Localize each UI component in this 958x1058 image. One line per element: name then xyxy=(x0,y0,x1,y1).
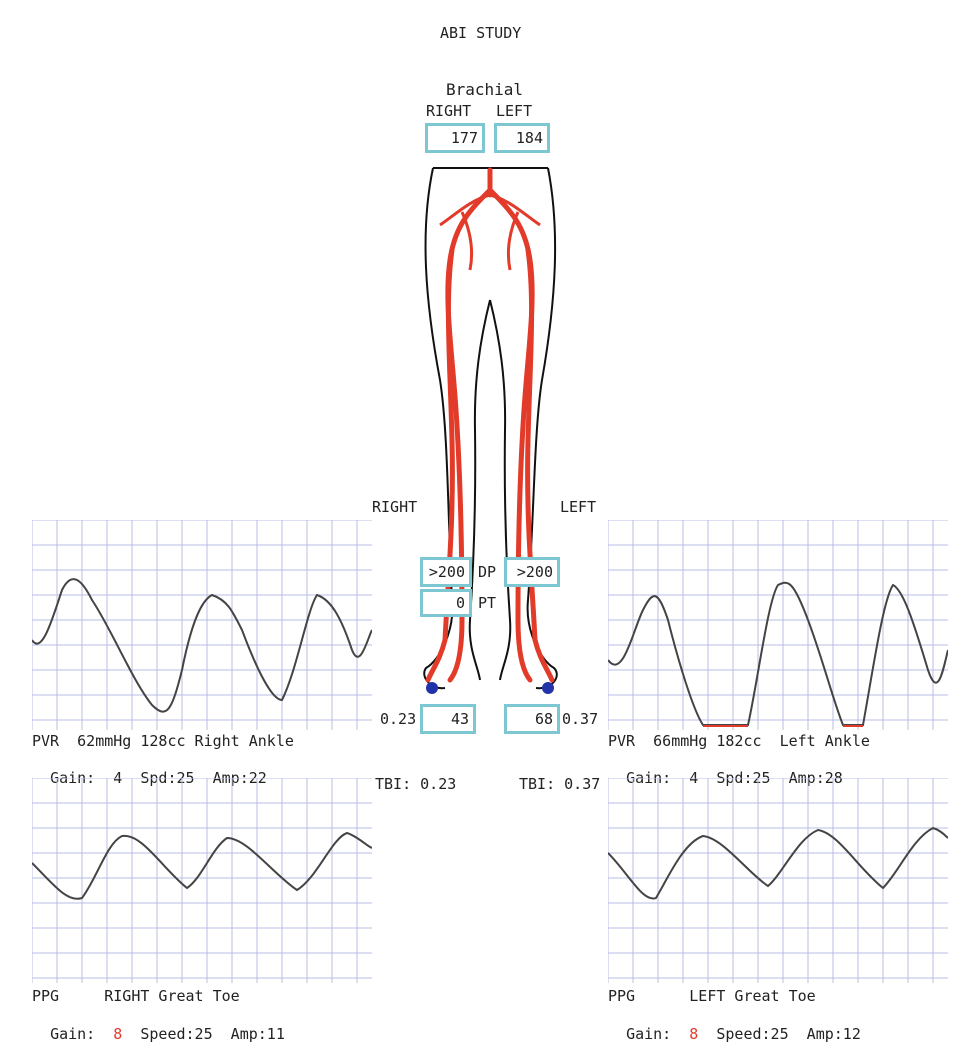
brachial-right-value: 177 xyxy=(425,123,485,153)
dp-label: DP xyxy=(478,563,497,581)
left-ankle-trace xyxy=(608,581,948,726)
left-toe-gain-prefix: Gain: xyxy=(626,1025,690,1043)
right-toe-value: 43 xyxy=(420,704,476,734)
left-ankle-line1: PVR 66mmHg 182cc Left Ankle xyxy=(608,732,870,750)
right-toe-gain-suffix: Speed:25 Amp:11 xyxy=(122,1025,285,1043)
right-pt-value: 0 xyxy=(420,589,472,617)
right-toe-line2: Gain: 8 Speed:25 Amp:11 xyxy=(32,1012,285,1042)
right-ankle-waveform xyxy=(32,520,372,730)
brachial-left-value: 184 xyxy=(494,123,550,153)
left-tbi: TBI: 0.37 xyxy=(519,775,601,793)
brachial-right-label: RIGHT xyxy=(426,102,472,120)
right-toe-gain: 8 xyxy=(113,1025,123,1043)
left-toe-trace xyxy=(608,826,948,900)
right-tbi: TBI: 0.23 xyxy=(375,775,457,793)
left-toe-line1: PPG LEFT Great Toe xyxy=(608,987,816,1005)
left-dp-value: >200 xyxy=(504,557,560,587)
right-dp-value: >200 xyxy=(420,557,472,587)
left-ankle-waveform xyxy=(608,520,948,730)
right-ankle-line1: PVR 62mmHg 128cc Right Ankle xyxy=(32,732,294,750)
left-toe-gain-suffix: Speed:25 Amp:12 xyxy=(698,1025,861,1043)
left-toe-gain: 8 xyxy=(689,1025,699,1043)
right-side-label: RIGHT xyxy=(372,498,418,516)
left-toe-line2: Gain: 8 Speed:25 Amp:12 xyxy=(608,1012,861,1042)
right-toe-line1: PPG RIGHT Great Toe xyxy=(32,987,240,1005)
left-toe-index: 0.37 xyxy=(562,710,599,728)
right-toe-gain-prefix: Gain: xyxy=(50,1025,114,1043)
left-toe-value: 68 xyxy=(504,704,560,734)
pt-label: PT xyxy=(478,594,497,612)
right-toe-trace xyxy=(32,831,372,900)
left-toe-waveform xyxy=(608,778,948,983)
right-toe-index: 0.23 xyxy=(380,710,417,728)
page-title: ABI STUDY xyxy=(440,24,522,42)
right-ankle-trace xyxy=(32,578,372,713)
left-side-label: LEFT xyxy=(560,498,597,516)
right-toe-waveform xyxy=(32,778,372,983)
brachial-left-label: LEFT xyxy=(496,102,533,120)
brachial-label: Brachial xyxy=(446,80,524,99)
